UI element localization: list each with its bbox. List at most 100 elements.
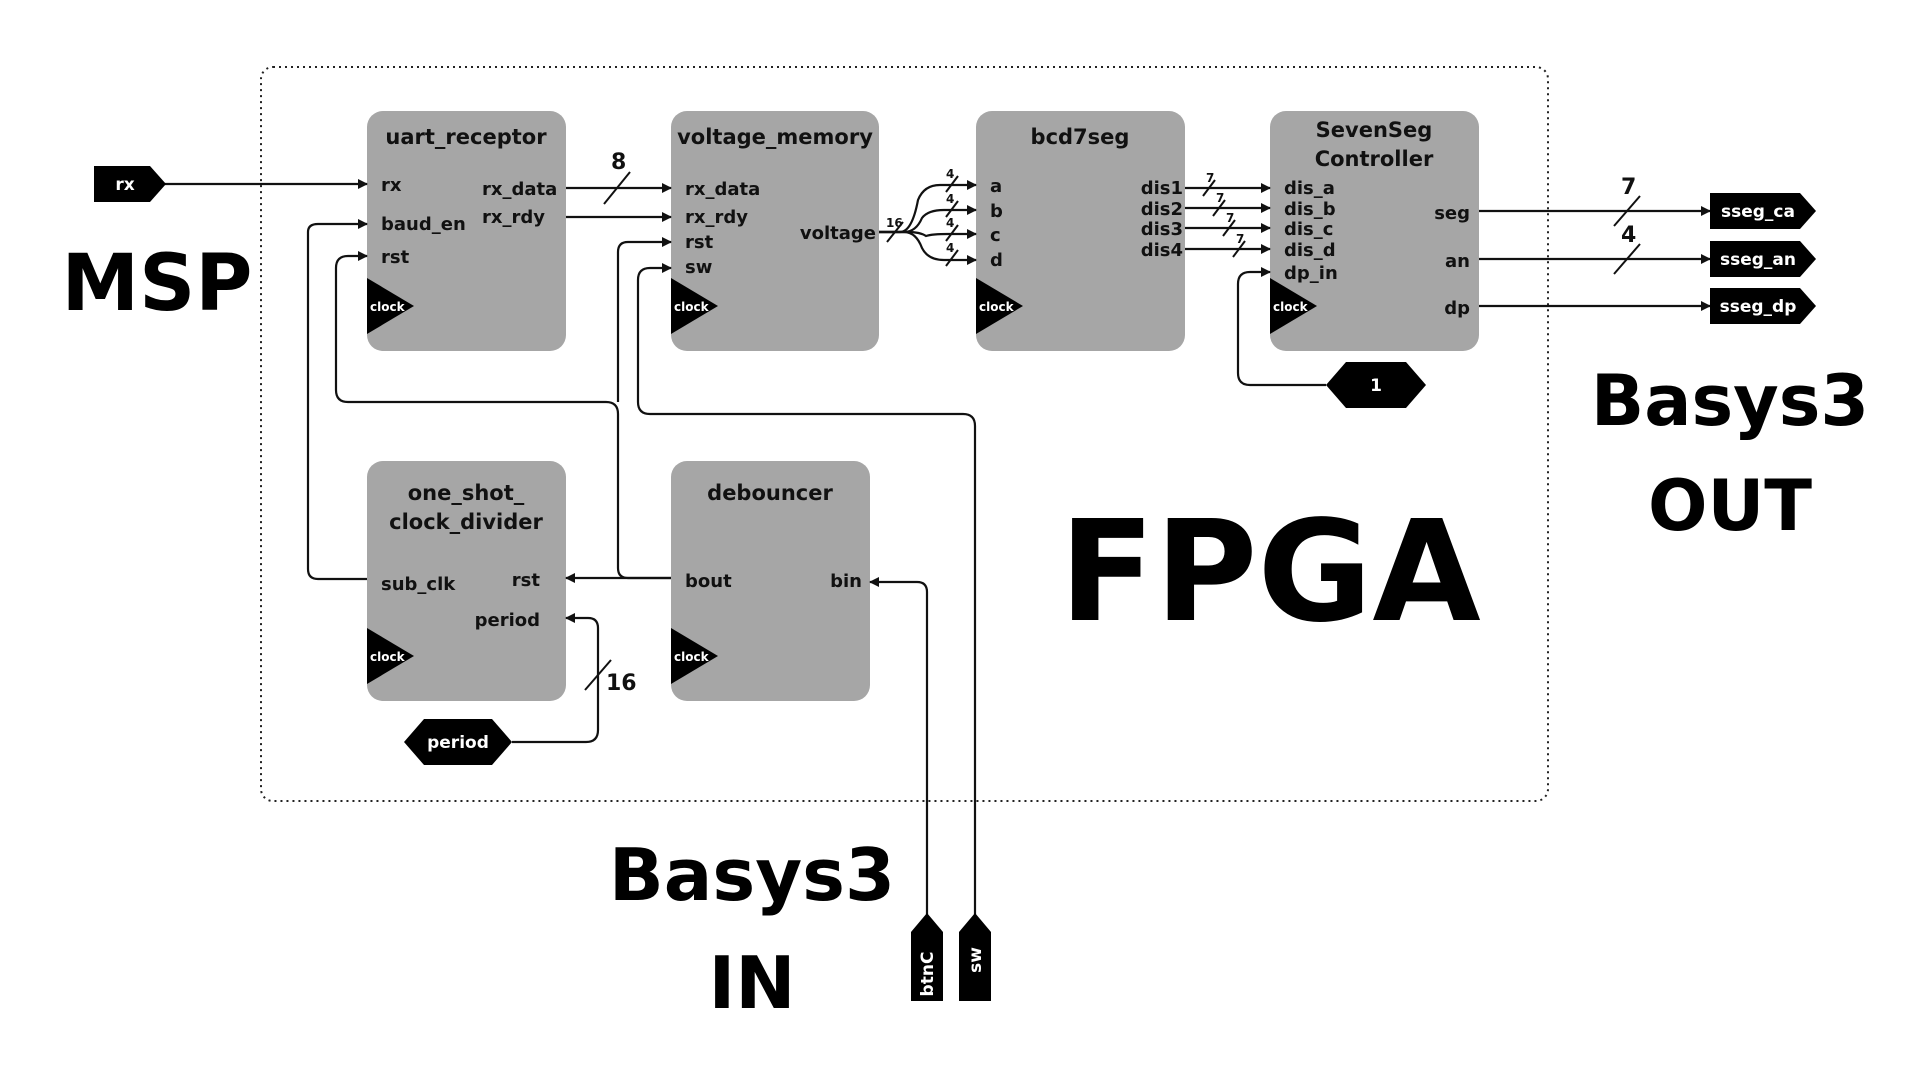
pin-sseg-an: sseg_an xyxy=(1710,241,1816,277)
wire-voltage-d xyxy=(879,230,977,265)
debouncer-clock-label: clock xyxy=(674,650,710,664)
bw-voltage: 16 xyxy=(886,216,903,230)
bus-width-labels: 8 16 4 4 4 4 7 7 7 7 7 4 16 xyxy=(606,150,1636,696)
sevenseg-clock-label: clock xyxy=(1273,300,1309,314)
uart-receptor-block: uart_receptor rx baud_en rst rx_data rx_… xyxy=(367,111,566,351)
pin-rx: rx xyxy=(94,166,166,202)
voltage-memory-title: voltage_memory xyxy=(677,125,873,149)
uart-port-baud-en: baud_en xyxy=(381,214,466,235)
uart-port-rx-data: rx_data xyxy=(482,179,557,200)
bcd-port-dis3: dis3 xyxy=(1141,219,1183,240)
wires xyxy=(164,179,1711,917)
bw-c: 4 xyxy=(946,216,954,230)
label-fpga: FPGA xyxy=(1059,491,1481,654)
sevenseg-controller-block: SevenSeg Controller dis_a dis_b dis_c di… xyxy=(1270,111,1479,351)
uart-clock-label: clock xyxy=(370,300,406,314)
pin-sw-label: sw xyxy=(966,947,986,973)
slash-an xyxy=(1613,243,1641,275)
bw-dis1: 7 xyxy=(1206,171,1214,185)
wire-period xyxy=(512,613,600,744)
divider-clock-label: clock xyxy=(370,650,406,664)
bus-slashes xyxy=(584,171,1641,691)
bcd7seg-title: bcd7seg xyxy=(1031,125,1130,149)
label-out-line1: Basys3 xyxy=(1591,360,1869,442)
uart-port-rst: rst xyxy=(381,247,410,268)
bw-rx-data: 8 xyxy=(611,150,626,175)
pin-const-one: 1 xyxy=(1326,362,1426,408)
pin-sseg-dp: sseg_dp xyxy=(1710,288,1816,324)
bcd-port-a: a xyxy=(990,176,1002,197)
bw-b: 4 xyxy=(946,192,954,206)
divider-port-sub-clk: sub_clk xyxy=(381,574,456,595)
slash-d xyxy=(945,249,959,267)
bw-seg: 7 xyxy=(1621,175,1636,200)
slash-dis2 xyxy=(1212,199,1226,217)
clock-divider-block: one_shot_ clock_divider sub_clk rst peri… xyxy=(367,461,566,701)
bcd-port-c: c xyxy=(990,225,1001,246)
divider-port-period: period xyxy=(475,610,540,631)
pin-sseg-ca-label: sseg_ca xyxy=(1721,202,1795,222)
slash-voltage xyxy=(886,221,904,243)
vmem-port-rx-rdy: rx_rdy xyxy=(685,207,748,228)
slash-period xyxy=(584,659,612,691)
pin-const-one-label: 1 xyxy=(1370,376,1382,396)
vmem-port-sw: sw xyxy=(685,257,712,278)
pin-btnc: btnC xyxy=(911,913,943,1001)
slash-dis4 xyxy=(1232,240,1246,258)
slash-seg xyxy=(1613,195,1641,227)
wire-const-dp-in xyxy=(1236,267,1326,387)
sevenseg-port-seg: seg xyxy=(1434,203,1470,224)
sevenseg-title-line2: Controller xyxy=(1315,147,1434,171)
uart-clock-triangle xyxy=(367,278,414,334)
pin-sseg-an-label: sseg_an xyxy=(1720,250,1796,270)
bw-period: 16 xyxy=(606,671,637,696)
label-msp: MSP xyxy=(62,239,253,329)
debouncer-port-bout: bout xyxy=(685,571,732,592)
uart-port-rx: rx xyxy=(381,175,402,196)
divider-title-line1: one_shot_ xyxy=(408,481,525,505)
pin-btnc-label: btnC xyxy=(918,952,938,997)
vmem-port-rx-data: rx_data xyxy=(685,179,760,200)
divider-clock-triangle xyxy=(367,628,414,684)
bw-a: 4 xyxy=(946,167,954,181)
uart-port-rx-rdy: rx_rdy xyxy=(482,207,545,228)
debouncer-block: debouncer bout bin clock xyxy=(671,461,870,701)
vmem-clock-triangle xyxy=(671,278,718,334)
slash-c xyxy=(945,224,959,242)
bcd-port-dis2: dis2 xyxy=(1141,199,1183,220)
bw-dis2: 7 xyxy=(1216,191,1224,205)
bcd-port-d: d xyxy=(990,250,1003,271)
wire-sw xyxy=(636,263,977,917)
bcd-clock-triangle xyxy=(976,278,1023,334)
pin-rx-label: rx xyxy=(115,175,134,195)
pin-sseg-ca: sseg_ca xyxy=(1710,193,1816,229)
debouncer-port-bin: bin xyxy=(830,571,862,592)
sevenseg-port-dis-c: dis_c xyxy=(1284,219,1333,240)
pin-sw: sw xyxy=(959,913,991,1001)
vmem-clock-label: clock xyxy=(674,300,710,314)
slash-dis1 xyxy=(1202,179,1216,197)
sevenseg-port-dis-d: dis_d xyxy=(1284,240,1336,261)
slash-a xyxy=(945,175,959,193)
uart-receptor-title: uart_receptor xyxy=(385,125,547,149)
bcd-port-dis1: dis1 xyxy=(1141,178,1183,199)
slash-dis3 xyxy=(1222,219,1236,237)
debouncer-title: debouncer xyxy=(707,481,833,505)
label-out-line2: OUT xyxy=(1648,465,1812,547)
bw-dis3: 7 xyxy=(1226,211,1234,225)
sevenseg-clock-triangle xyxy=(1270,278,1317,334)
bcd-port-b: b xyxy=(990,201,1003,222)
wire-bout-uart-rst xyxy=(334,251,671,580)
bcd7seg-block: bcd7seg a b c d dis1 dis2 dis3 dis4 cloc… xyxy=(976,111,1185,351)
divider-port-rst: rst xyxy=(512,570,541,591)
pin-period-label: period xyxy=(427,733,489,753)
bcd-port-dis4: dis4 xyxy=(1141,240,1183,261)
debouncer-clock-triangle xyxy=(671,628,718,684)
wire-btnc xyxy=(869,577,929,917)
pin-period: period xyxy=(404,719,512,765)
bw-dis4: 7 xyxy=(1236,232,1244,246)
bw-an: 4 xyxy=(1621,223,1636,248)
slash-rx-data xyxy=(603,171,631,205)
sevenseg-port-dp: dp xyxy=(1444,298,1470,319)
